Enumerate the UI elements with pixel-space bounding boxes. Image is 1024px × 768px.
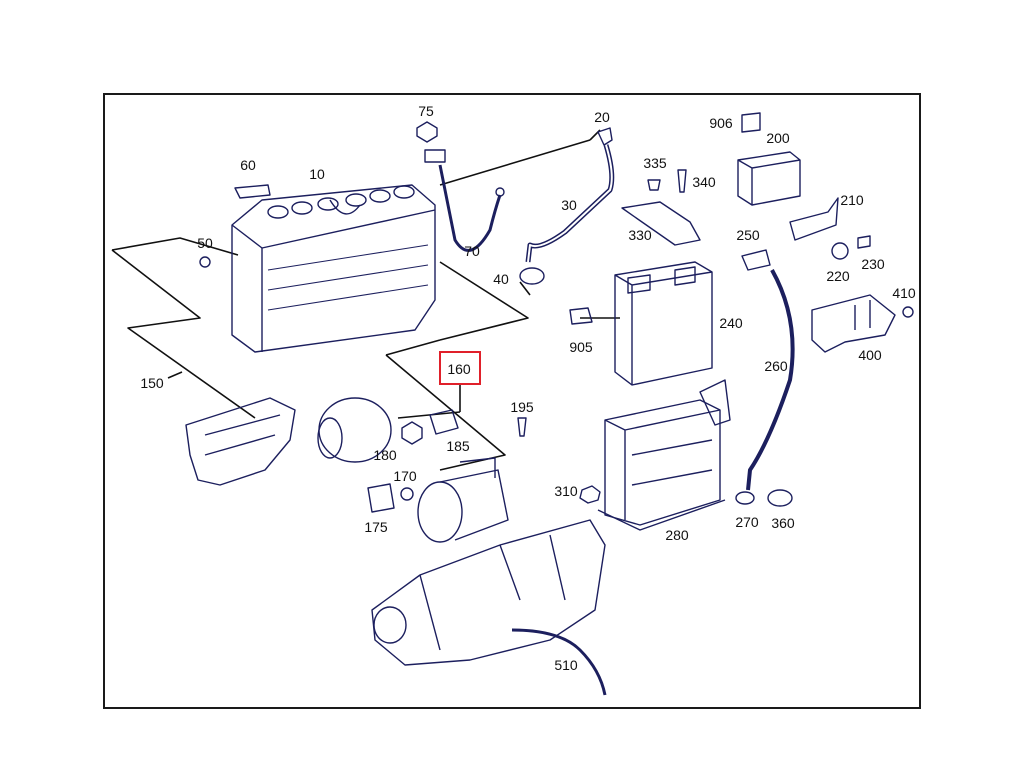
highlight-box-160 (439, 351, 481, 385)
label-400[interactable]: 400 (858, 347, 882, 363)
label-160[interactable]: 160 (447, 361, 471, 377)
label-330[interactable]: 330 (628, 227, 652, 243)
label-40[interactable]: 40 (493, 271, 509, 287)
ground-cable-510 (511, 628, 607, 696)
label-10[interactable]: 10 (309, 166, 325, 182)
label-280[interactable]: 280 (665, 527, 689, 543)
label-240[interactable]: 240 (719, 315, 743, 331)
label-230[interactable]: 230 (861, 256, 885, 272)
label-210[interactable]: 210 (840, 192, 864, 208)
label-20[interactable]: 20 (594, 109, 610, 125)
vent-hose-30 (525, 127, 615, 263)
grommet-40 (519, 267, 545, 285)
label-310[interactable]: 310 (554, 483, 578, 499)
label-905[interactable]: 905 (569, 339, 593, 355)
bolt-230 (857, 235, 871, 249)
label-175[interactable]: 175 (364, 519, 388, 535)
label-410[interactable]: 410 (892, 285, 916, 301)
label-30[interactable]: 30 (561, 197, 577, 213)
label-906[interactable]: 906 (709, 115, 733, 131)
label-220[interactable]: 220 (826, 268, 850, 284)
battery-cable-70 (424, 149, 505, 252)
bolt-195 (517, 417, 527, 437)
label-195[interactable]: 195 (510, 399, 534, 415)
label-510[interactable]: 510 (554, 657, 578, 673)
label-340[interactable]: 340 (692, 174, 716, 190)
cap-220 (831, 242, 849, 260)
aux-battery-200 (737, 112, 801, 206)
battery-tray-280 (597, 379, 731, 531)
label-150[interactable]: 150 (140, 375, 164, 391)
label-75[interactable]: 75 (418, 103, 434, 119)
label-60[interactable]: 60 (240, 157, 256, 173)
drain-hose-260 (741, 249, 795, 491)
clip-335 (647, 179, 661, 191)
grommet-360 (767, 489, 793, 507)
transmission (371, 519, 606, 666)
label-70[interactable]: 70 (464, 243, 480, 259)
battery-main (231, 184, 436, 353)
bracket-400 (811, 294, 914, 353)
bolt-340 (677, 169, 687, 193)
bracket-330 (621, 201, 701, 246)
label-180[interactable]: 180 (373, 447, 397, 463)
nut-180 (401, 421, 423, 445)
label-270[interactable]: 270 (735, 514, 759, 530)
label-250[interactable]: 250 (736, 227, 760, 243)
leader-lines (111, 129, 620, 471)
bolt-50 (199, 256, 211, 268)
bracket-210 (789, 197, 839, 241)
battery-240 (569, 261, 713, 386)
label-335[interactable]: 335 (643, 155, 667, 171)
label-260[interactable]: 260 (764, 358, 788, 374)
label-360[interactable]: 360 (771, 515, 795, 531)
label-200[interactable]: 200 (766, 130, 790, 146)
mount-185 (429, 409, 459, 435)
nut-310 (579, 485, 601, 504)
nut-75 (416, 121, 438, 143)
starter-motor (417, 457, 509, 543)
label-50[interactable]: 50 (197, 235, 213, 251)
clip-60 (234, 184, 271, 199)
bracket-150 (185, 397, 296, 486)
mount-175 (367, 483, 395, 513)
label-170[interactable]: 170 (393, 468, 417, 484)
nut-170 (400, 487, 414, 501)
alternator (317, 397, 392, 463)
label-185[interactable]: 185 (446, 438, 470, 454)
grommet-270 (735, 491, 755, 505)
